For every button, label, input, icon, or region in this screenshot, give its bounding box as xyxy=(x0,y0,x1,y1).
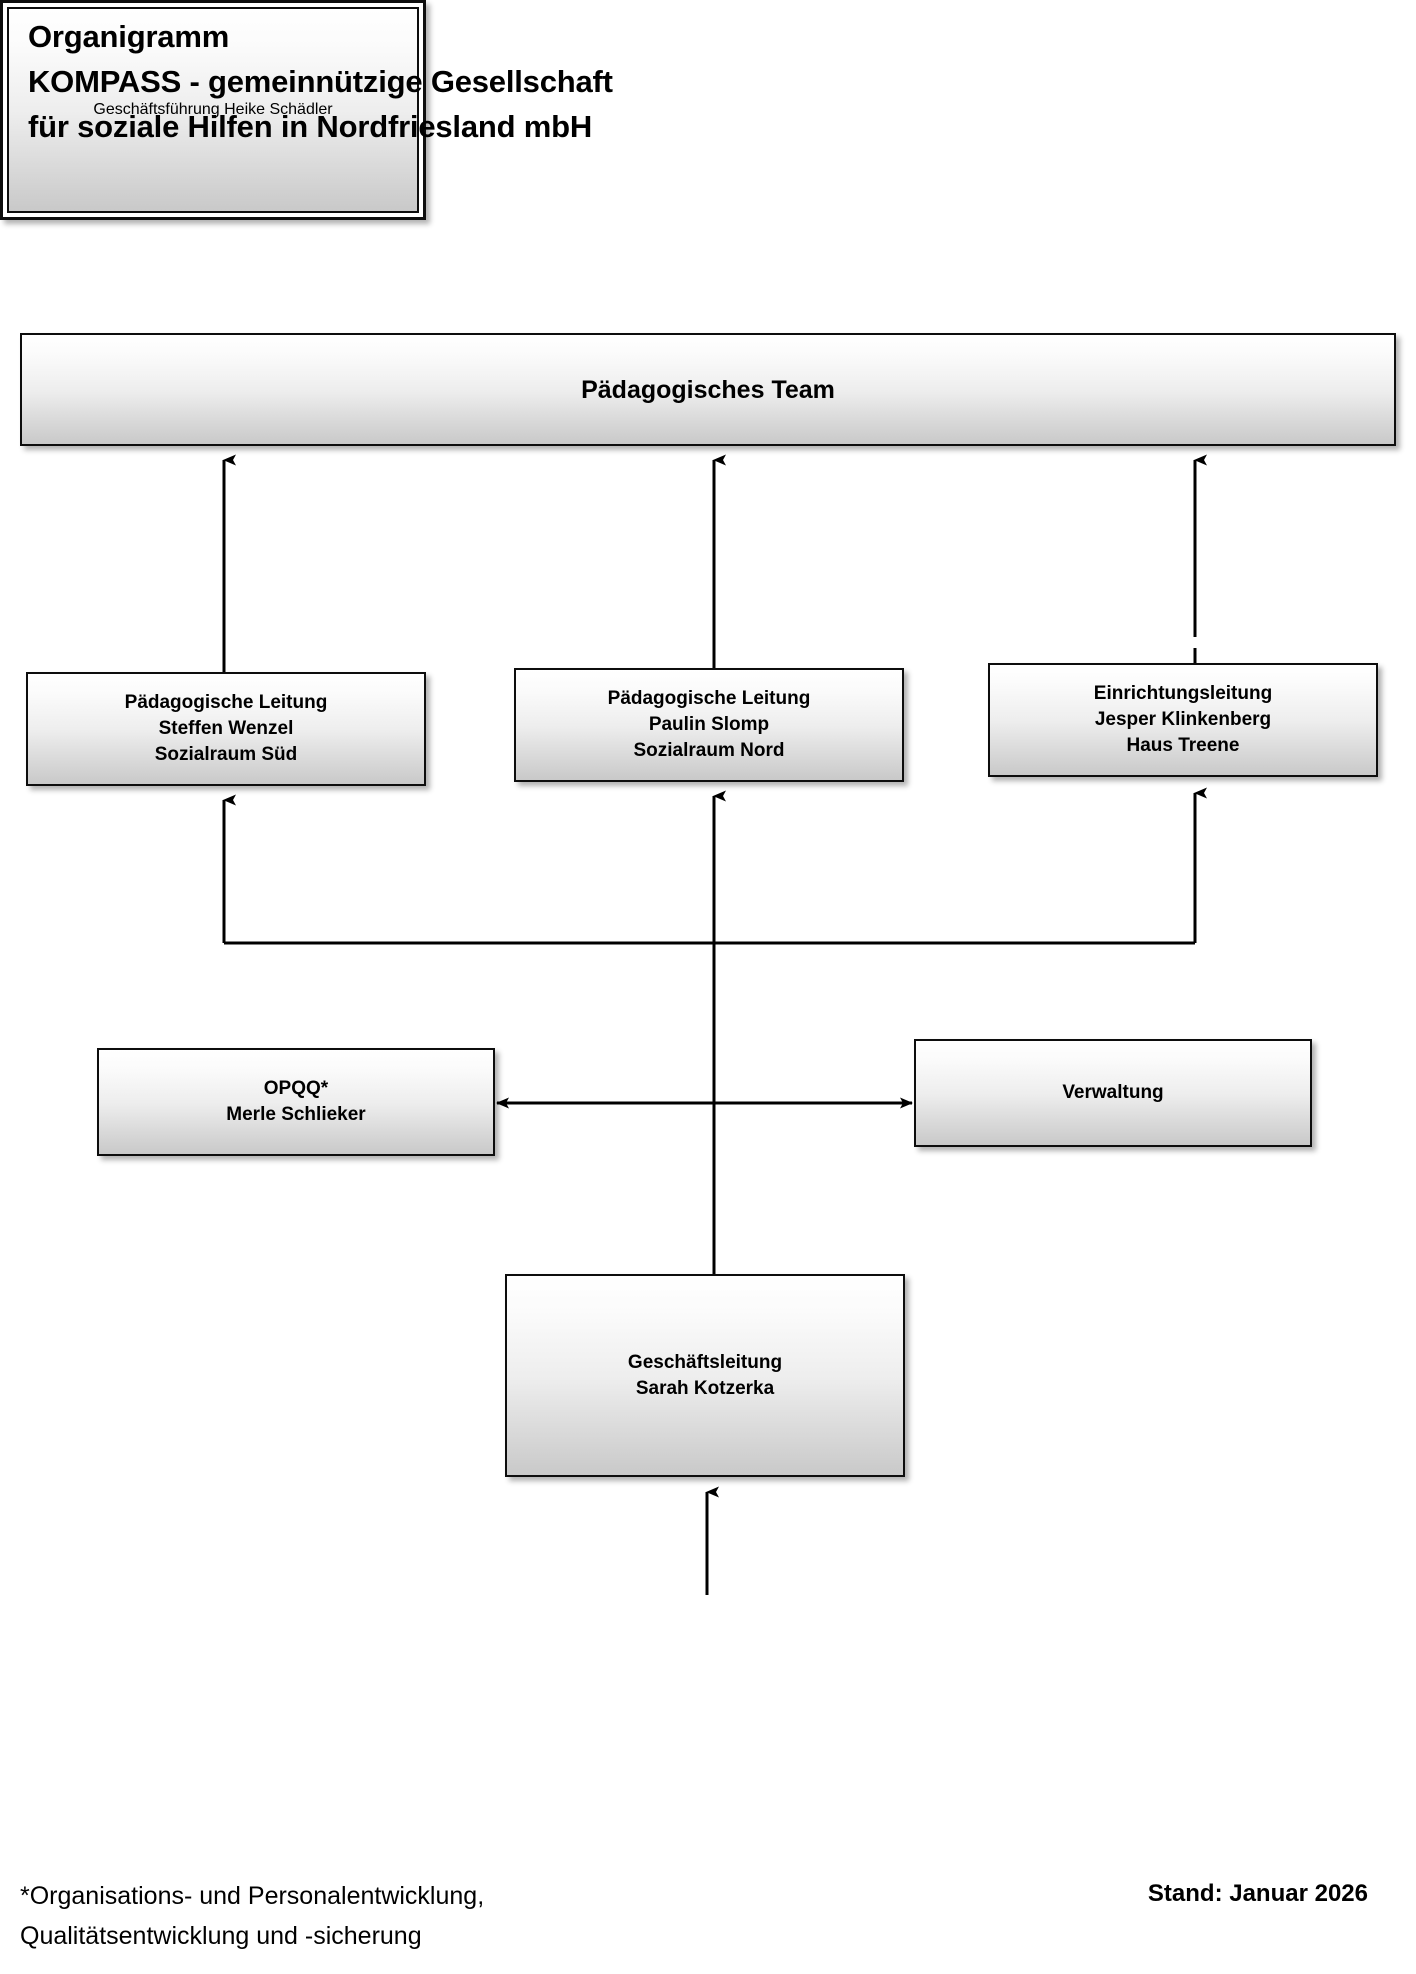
node-geschaeftsfuehrung-inner: Geschäftsführung Heike Schädler xyxy=(7,7,419,213)
node-opqq[interactable]: OPQQ* Merle Schlieker xyxy=(97,1048,495,1156)
footnote: *Organisations- und Personalentwicklung,… xyxy=(20,1876,740,1956)
node-verwaltung[interactable]: Verwaltung xyxy=(914,1039,1312,1147)
title-line-2: KOMPASS - gemeinnützige Gesellschaft xyxy=(28,64,613,99)
node-geschaeftsfuehrung[interactable]: Geschäftsführung Heike Schädler xyxy=(0,0,426,220)
page-title: Organigramm KOMPASS - gemeinnützige Gese… xyxy=(28,14,1028,149)
node-geschaeftsleitung[interactable]: Geschäftsleitung Sarah Kotzerka xyxy=(505,1274,905,1477)
node-geschaeftsfuehrung-label: Geschäftsführung Heike Schädler xyxy=(93,101,333,118)
node-opqq-label: OPQQ* Merle Schlieker xyxy=(226,1078,366,1125)
node-paedagogische-leitung-sued[interactable]: Pädagogische Leitung Steffen Wenzel Sozi… xyxy=(26,672,426,786)
title-line-3: für soziale Hilfen in Nordfriesland mbH xyxy=(28,109,593,144)
title-line-1: Organigramm xyxy=(28,19,230,54)
node-leitung-nord-label: Pädagogische Leitung Paulin Slomp Sozial… xyxy=(607,688,811,761)
footnote-line-1: *Organisations- und Personalentwicklung, xyxy=(20,1882,485,1910)
edge-gl-to-leitungen-bus xyxy=(222,787,1207,945)
node-einrichtungsleitung[interactable]: Einrichtungsleitung Jesper Klinkenberg H… xyxy=(988,663,1378,777)
stand-date: Stand: Januar 2026 xyxy=(1147,1880,1368,1907)
node-paedagogisches-team[interactable]: Pädagogisches Team xyxy=(20,333,1396,446)
node-geschaeftsleitung-label: Geschäftsleitung Sarah Kotzerka xyxy=(627,1351,783,1399)
node-leitung-sued-label: Pädagogische Leitung Steffen Wenzel Sozi… xyxy=(124,692,328,765)
node-team-label: Pädagogisches Team xyxy=(581,375,835,404)
node-einrichtungsleitung-label: Einrichtungsleitung Jesper Klinkenberg H… xyxy=(1093,683,1273,756)
node-verwaltung-label: Verwaltung xyxy=(1062,1082,1164,1103)
node-paedagogische-leitung-nord[interactable]: Pädagogische Leitung Paulin Slomp Sozial… xyxy=(514,668,904,782)
footnote-line-2: Qualitätsentwicklung und -sicherung xyxy=(20,1922,422,1950)
